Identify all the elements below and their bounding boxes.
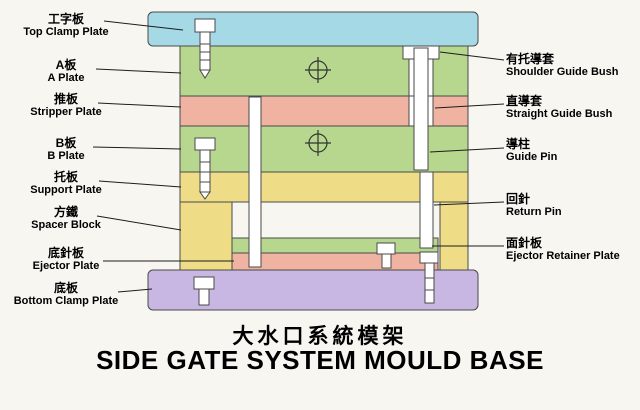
label-spacer-block-en: Spacer Block <box>31 219 101 231</box>
label-b-plate-zh: B板 <box>55 136 77 150</box>
label-shoulder-guide-bush-en: Shoulder Guide Bush <box>506 66 619 78</box>
bottom-clamp-plate-shape <box>147 269 479 311</box>
title-english: SIDE GATE SYSTEM MOULD BASE <box>96 345 544 375</box>
return-pin-shape <box>419 171 434 249</box>
label-bottom-clamp-plate-en: Bottom Clamp Plate <box>13 295 119 307</box>
label-bottom-clamp-plate-zh: 底板 <box>53 281 78 295</box>
label-a-plate: A板 A Plate <box>0 58 132 85</box>
b-plate-cap-screw-icon <box>194 137 216 200</box>
label-top-clamp-plate-zh: 工字板 <box>47 12 84 26</box>
label-stripper-plate-zh: 推板 <box>53 92 78 106</box>
center-mark-a-plate-icon <box>305 57 331 83</box>
spacer-block-right-shape <box>439 201 469 271</box>
label-shoulder-guide-bush: 有托導套 Shoulder Guide Bush <box>506 52 640 79</box>
label-return-pin: 回針 Return Pin <box>506 192 640 219</box>
label-top-clamp-plate-en: Top Clamp Plate <box>23 26 109 38</box>
leader-return-pin <box>433 201 505 206</box>
label-straight-guide-bush-en: Straight Guide Bush <box>506 108 613 120</box>
ejector-plate-screw-icon <box>376 242 396 269</box>
center-mark-b-plate-icon <box>305 130 331 156</box>
leader-guide-pin <box>429 147 505 153</box>
label-guide-pin-en: Guide Pin <box>506 151 558 163</box>
ejector-retainer-plate-shape <box>231 237 439 254</box>
bottom-screw-left-icon <box>193 276 215 306</box>
ejector-pin-shape <box>248 96 262 268</box>
top-cap-screw-icon <box>194 18 216 79</box>
label-spacer-block: 方鐵 Spacer Block <box>0 205 132 232</box>
label-ejector-retainer-plate-zh: 面針板 <box>506 236 543 250</box>
label-return-pin-zh: 回針 <box>506 192 531 206</box>
label-return-pin-en: Return Pin <box>506 206 562 218</box>
label-straight-guide-bush: 直導套 Straight Guide Bush <box>506 94 640 121</box>
label-shoulder-guide-bush-zh: 有托導套 <box>506 52 555 66</box>
ejector-plate-shape <box>231 252 439 271</box>
label-support-plate: 托板 Support Plate <box>0 170 132 197</box>
label-ejector-plate-en: Ejector Plate <box>32 260 100 272</box>
guide-pin-shape <box>413 47 429 171</box>
label-ejector-retainer-plate: 面針板 Ejector Retainer Plate <box>506 236 640 263</box>
title-chinese: 大水口系統模架 <box>232 325 408 348</box>
label-ejector-plate-zh: 底針板 <box>47 246 84 260</box>
spacer-block-left-shape <box>179 201 233 271</box>
label-b-plate: B板 B Plate <box>0 136 132 163</box>
leader-bottom-clamp-plate <box>117 288 153 293</box>
leader-stripper-plate <box>97 102 182 108</box>
bottom-screw-right-icon <box>419 251 439 304</box>
label-support-plate-en: Support Plate <box>30 184 102 196</box>
label-top-clamp-plate: 工字板 Top Clamp Plate <box>0 12 132 39</box>
leader-top-clamp-plate <box>103 20 184 31</box>
label-ejector-retainer-plate-en: Ejector Retainer Plate <box>506 250 620 262</box>
label-stripper-plate-en: Stripper Plate <box>30 106 102 118</box>
leader-spacer-block <box>96 215 182 231</box>
leader-shoulder-guide-bush <box>439 51 505 61</box>
label-a-plate-zh: A板 <box>55 58 77 72</box>
label-guide-pin: 導柱 Guide Pin <box>506 137 640 164</box>
label-stripper-plate: 推板 Stripper Plate <box>0 92 132 119</box>
label-bottom-clamp-plate: 底板 Bottom Clamp Plate <box>0 281 132 308</box>
label-straight-guide-bush-zh: 直導套 <box>506 94 543 108</box>
leader-straight-guide-bush <box>434 103 505 109</box>
label-ejector-plate: 底針板 Ejector Plate <box>0 246 132 273</box>
label-a-plate-en: A Plate <box>47 72 85 84</box>
label-b-plate-en: B Plate <box>47 150 85 162</box>
leader-b-plate <box>92 146 182 150</box>
label-spacer-block-zh: 方鐵 <box>53 205 78 219</box>
label-guide-pin-zh: 導柱 <box>506 137 531 151</box>
label-support-plate-zh: 托板 <box>53 170 78 184</box>
leader-a-plate <box>95 68 182 74</box>
leader-support-plate <box>98 180 182 188</box>
